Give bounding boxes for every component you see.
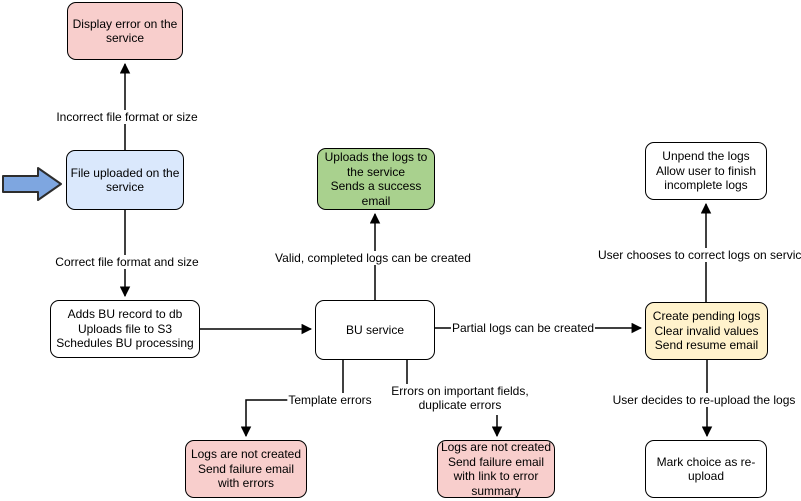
node-unpend-logs: Unpend the logs Allow user to finish inc…	[645, 142, 767, 200]
edge-label-valid-completed: Valid, completed logs can be created	[274, 251, 472, 265]
node-uploads-logs-success: Uploads the logs to the service Sends a …	[317, 148, 435, 210]
edge-label-correct-file: Correct file format and size	[54, 255, 200, 269]
node-logs-not-created-summary: Logs are not created Send failure email …	[437, 440, 555, 498]
node-file-uploaded: File uploaded on the service	[66, 150, 184, 210]
node-logs-not-created-errors: Logs are not created Send failure email …	[185, 440, 307, 498]
edge-label-partial-logs: Partial logs can be created	[450, 321, 596, 335]
edge-label-template-errors: Template errors	[287, 393, 373, 407]
node-adds-bu-record: Adds BU record to db Uploads file to S3 …	[50, 300, 200, 358]
node-create-pending-logs: Create pending logs Clear invalid values…	[645, 302, 768, 360]
node-mark-choice-reupload: Mark choice as re- upload	[645, 440, 767, 498]
node-display-error: Display error on the service	[67, 2, 183, 60]
entry-arrow-icon	[2, 167, 62, 201]
edge-label-user-decides-reupload: User decides to re-upload the logs	[611, 393, 797, 407]
edge-label-errors-important-fields: Errors on important fields, duplicate er…	[390, 384, 530, 412]
edge-label-user-chooses-correct: User chooses to correct logs on service	[596, 248, 801, 262]
node-bu-service: BU service	[315, 300, 435, 360]
edge-label-incorrect-file: Incorrect file format or size	[55, 110, 199, 124]
